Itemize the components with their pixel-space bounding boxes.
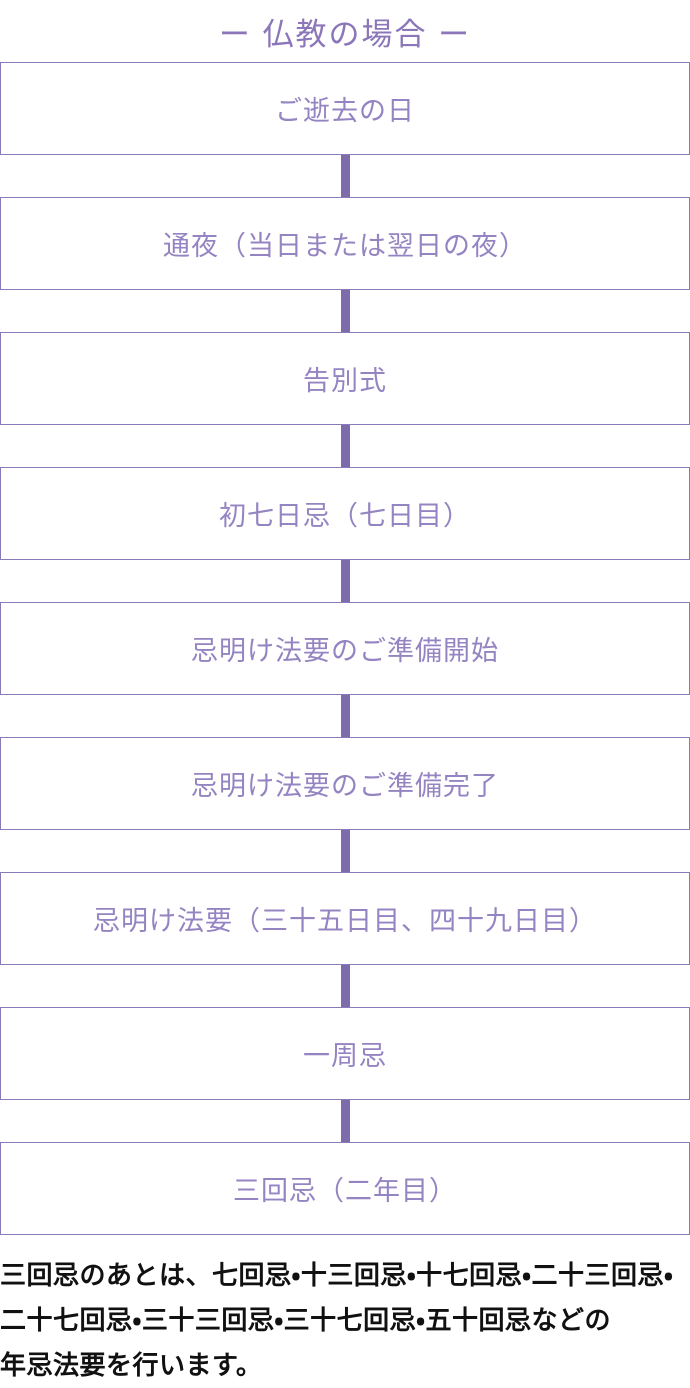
flow-step-box-first-anniversary: 一周忌	[0, 1007, 690, 1100]
flow-step-box-farewell-ceremony: 告別式	[0, 332, 690, 425]
flow-step-box-seventh-day: 初七日忌（七日目）	[0, 467, 690, 560]
flow-step-label: 告別式	[303, 366, 387, 396]
flow-step-label: 忌明け法要のご準備開始	[191, 636, 499, 666]
connector-line	[340, 830, 350, 872]
connector-line	[340, 155, 350, 197]
flow-step-label: ご逝去の日	[275, 96, 415, 126]
connector-line	[340, 965, 350, 1007]
flow-step-box-kiake-houyou: 忌明け法要（三十五日目、四十九日目）	[0, 872, 690, 965]
flowchart: ご逝去の日 通夜（当日または翌日の夜） 告別式 初七日忌（七日目） 忌明け法要の…	[0, 62, 690, 1235]
footer-note: 三回忌のあとは、七回忌・十三回忌・十七回忌・二十三回忌・ 二十七回忌・三十三回忌…	[0, 1235, 690, 1388]
footer-note-line: 二十七回忌・三十三回忌・三十七回忌・五十回忌などの	[0, 1305, 612, 1335]
flow-step-label: 通夜（当日または翌日の夜）	[163, 231, 527, 261]
footer-note-line: 三回忌のあとは、七回忌・十三回忌・十七回忌・二十三回忌・	[0, 1260, 674, 1290]
flow-step-label: 一周忌	[303, 1041, 387, 1071]
page-title: ー 仏教の場合 ー	[218, 16, 472, 52]
connector-line	[340, 290, 350, 332]
connector-line	[340, 695, 350, 737]
flow-step-box-third-memorial: 三回忌（二年目）	[0, 1142, 690, 1235]
flow-step-label: 初七日忌（七日目）	[219, 501, 471, 531]
flow-step-box-death-day: ご逝去の日	[0, 62, 690, 155]
flow-step-box-memorial-prep-done: 忌明け法要のご準備完了	[0, 737, 690, 830]
flow-step-box-memorial-prep-start: 忌明け法要のご準備開始	[0, 602, 690, 695]
connector-line	[340, 560, 350, 602]
flow-step-label: 忌明け法要（三十五日目、四十九日目）	[93, 906, 597, 936]
footer-note-line: 年忌法要を行います。	[0, 1350, 263, 1380]
connector-line	[340, 425, 350, 467]
flow-step-label: 忌明け法要のご準備完了	[191, 771, 499, 801]
flow-step-label: 三回忌（二年目）	[233, 1176, 457, 1206]
connector-line	[340, 1100, 350, 1142]
flow-step-box-wake: 通夜（当日または翌日の夜）	[0, 197, 690, 290]
